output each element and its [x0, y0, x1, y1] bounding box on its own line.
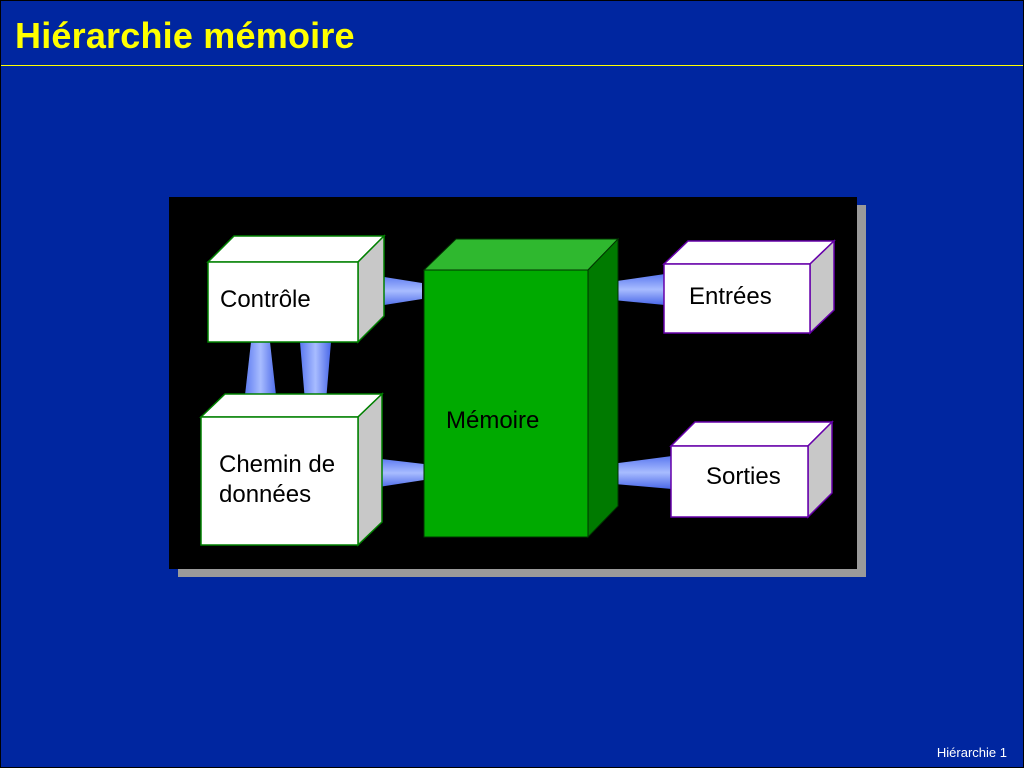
connector-chemin-memoire — [372, 458, 424, 488]
sorties-label: Sorties — [706, 463, 781, 490]
chemin-box: Chemin de données — [199, 392, 384, 547]
controle-box: Contrôle — [206, 234, 386, 344]
memoire-box: Mémoire — [422, 237, 620, 539]
connector-controle-chemin-left — [244, 342, 277, 404]
chemin-label-line1: Chemin de — [219, 451, 335, 478]
slide-footer: Hiérarchie 1 — [936, 745, 1007, 760]
entrees-box: Entrées — [662, 239, 836, 335]
memoire-label: Mémoire — [446, 407, 539, 434]
chemin-label-line2: données — [219, 481, 311, 508]
slide-title: Hiérarchie mémoire — [15, 15, 355, 56]
controle-label: Contrôle — [220, 286, 311, 313]
entrees-label: Entrées — [689, 283, 772, 310]
connector-memoire-sorties — [603, 456, 672, 489]
title-underline — [1, 65, 1023, 66]
sorties-box: Sorties — [669, 420, 834, 519]
